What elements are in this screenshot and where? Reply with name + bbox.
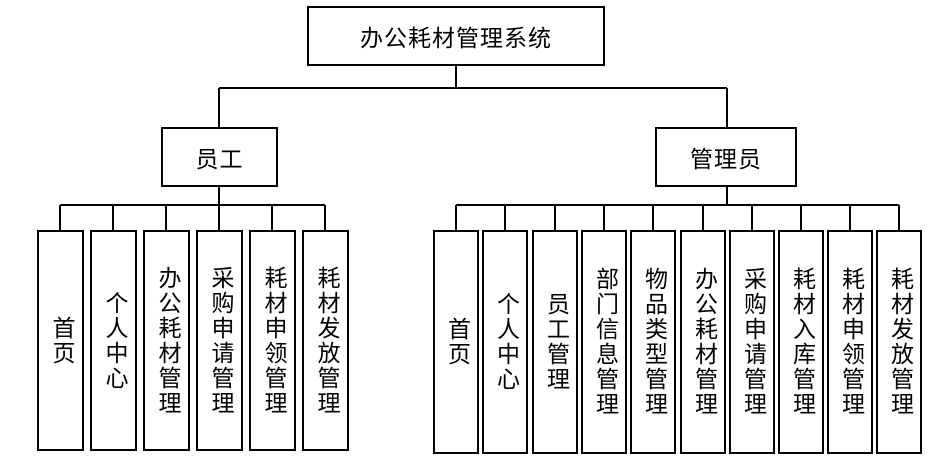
role-node-label: 员工 bbox=[195, 147, 244, 173]
module-label: 采购申请管理 bbox=[207, 265, 233, 416]
employee-module-node: 办公耗材管理 bbox=[143, 230, 190, 451]
root-node-label: 办公耗材管理系统 bbox=[360, 26, 552, 52]
module-label: 办公耗材管理 bbox=[154, 265, 180, 416]
module-label: 采购申请管理 bbox=[739, 267, 766, 417]
module-label: 部门信息管理 bbox=[591, 267, 618, 417]
role-node-label: 管理员 bbox=[690, 147, 762, 173]
admin-module-node: 首页 bbox=[433, 230, 479, 454]
admin-module-node: 个人中心 bbox=[482, 230, 528, 454]
employee-module-node: 首页 bbox=[37, 230, 84, 451]
admin-module-node: 采购申请管理 bbox=[729, 230, 775, 454]
module-label: 办公耗材管理 bbox=[690, 267, 717, 417]
module-label: 个人中心 bbox=[492, 292, 519, 392]
employee-module-node: 耗材申领管理 bbox=[249, 230, 296, 451]
root-node: 办公耗材管理系统 bbox=[307, 6, 605, 66]
admin-module-node: 耗材入库管理 bbox=[778, 230, 824, 454]
module-label: 耗材申领管理 bbox=[260, 265, 286, 416]
module-label: 耗材申领管理 bbox=[837, 267, 864, 417]
employee-module-node: 采购申请管理 bbox=[196, 230, 243, 451]
module-label: 个人中心 bbox=[101, 290, 127, 391]
module-label: 耗材入库管理 bbox=[788, 267, 815, 417]
admin-module-node: 耗材发放管理 bbox=[876, 230, 922, 454]
module-label: 耗材发放管理 bbox=[313, 265, 339, 416]
admin-module-node: 耗材申领管理 bbox=[827, 230, 873, 454]
employee-module-node: 耗材发放管理 bbox=[302, 230, 349, 451]
admin-module-node: 物品类型管理 bbox=[630, 230, 676, 454]
employee-module-node: 个人中心 bbox=[90, 230, 137, 451]
admin-module-node: 办公耗材管理 bbox=[680, 230, 726, 454]
module-label: 首页 bbox=[443, 317, 470, 367]
module-label: 物品类型管理 bbox=[640, 267, 667, 417]
role-node-employee: 员工 bbox=[161, 127, 278, 187]
admin-module-node: 部门信息管理 bbox=[581, 230, 627, 454]
role-node-admin: 管理员 bbox=[655, 127, 797, 187]
admin-module-node: 员工管理 bbox=[532, 230, 578, 454]
module-label: 员工管理 bbox=[542, 292, 569, 392]
module-label: 耗材发放管理 bbox=[886, 267, 913, 417]
module-label: 首页 bbox=[48, 315, 74, 366]
